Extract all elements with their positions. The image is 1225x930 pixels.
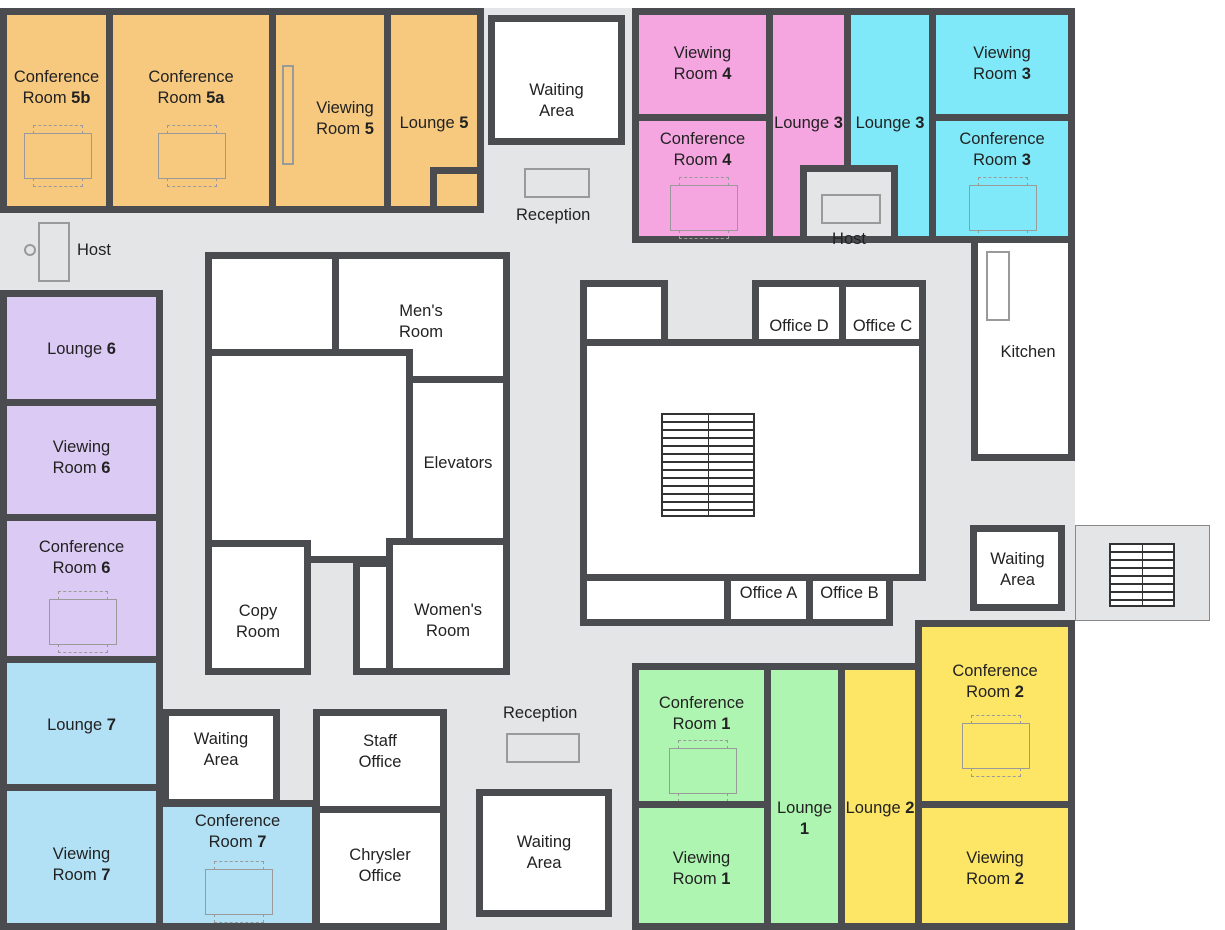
host-desk-icon — [821, 194, 881, 224]
reception-desk-icon — [506, 733, 580, 763]
counter-icon — [986, 251, 1010, 321]
room-label: Lounge 3 — [774, 114, 843, 132]
host-desk-icon — [38, 222, 70, 282]
room-lounge-2[interactable]: Lounge 2 — [838, 663, 922, 930]
room-label: Lounge 2 — [845, 799, 915, 817]
office-c[interactable]: Office C — [839, 280, 926, 346]
stairs-icon — [1109, 543, 1175, 607]
room-label: Lounge 5 — [399, 114, 469, 132]
conference-table-icon — [204, 861, 273, 923]
room-label: Office A — [739, 584, 798, 602]
closet — [430, 167, 484, 213]
conference-table-icon — [23, 125, 92, 187]
kitchen-label: Kitchen — [1000, 343, 1056, 361]
office-b[interactable]: Office B — [806, 574, 893, 626]
office-a[interactable]: Office A — [724, 574, 813, 626]
reception-label-top: Reception — [516, 206, 591, 224]
room-label: Lounge 7 — [47, 716, 116, 734]
stairwell[interactable] — [580, 339, 926, 581]
room-unlabeled[interactable] — [205, 252, 339, 356]
room-lounge-7[interactable]: Lounge 7 — [0, 656, 163, 791]
screen-icon — [282, 65, 294, 165]
room-large-unlabeled[interactable] — [205, 349, 413, 563]
room-lounge-6[interactable]: Lounge 6 — [0, 290, 163, 406]
room-small-unlabeled[interactable] — [580, 280, 668, 346]
room-bottom-unlabeled[interactable] — [580, 574, 731, 626]
room-lounge-1[interactable]: Lounge 1 — [764, 663, 845, 930]
elevators[interactable]: Elevators — [406, 376, 510, 546]
reception-label-bottom: Reception — [503, 704, 578, 722]
host-chair-icon — [24, 244, 36, 256]
host-station-right[interactable]: Host — [800, 165, 898, 248]
conference-table-icon — [969, 177, 1037, 239]
room-label: Office D — [769, 317, 829, 335]
room-label: Lounge 1 — [776, 799, 833, 838]
conference-table-icon — [668, 740, 737, 802]
conference-table-icon — [962, 715, 1030, 777]
host-label-left: Host — [77, 241, 111, 259]
stair-annex — [1075, 525, 1210, 621]
room-label: Lounge 3 — [855, 114, 925, 132]
kitchen[interactable]: Kitchen — [971, 236, 1075, 461]
room-label: Office B — [820, 584, 879, 602]
conference-table-icon — [48, 591, 117, 653]
room-label: Elevators — [423, 454, 493, 472]
host-label: Host — [832, 230, 866, 248]
room-label: Office C — [852, 317, 913, 335]
office-d[interactable]: Office D — [752, 280, 846, 346]
room-label: Lounge 6 — [47, 340, 116, 358]
conference-table-icon — [158, 125, 226, 187]
conference-table-icon — [669, 177, 738, 239]
reception-desk-icon — [524, 168, 590, 198]
stairs-icon — [661, 413, 755, 517]
